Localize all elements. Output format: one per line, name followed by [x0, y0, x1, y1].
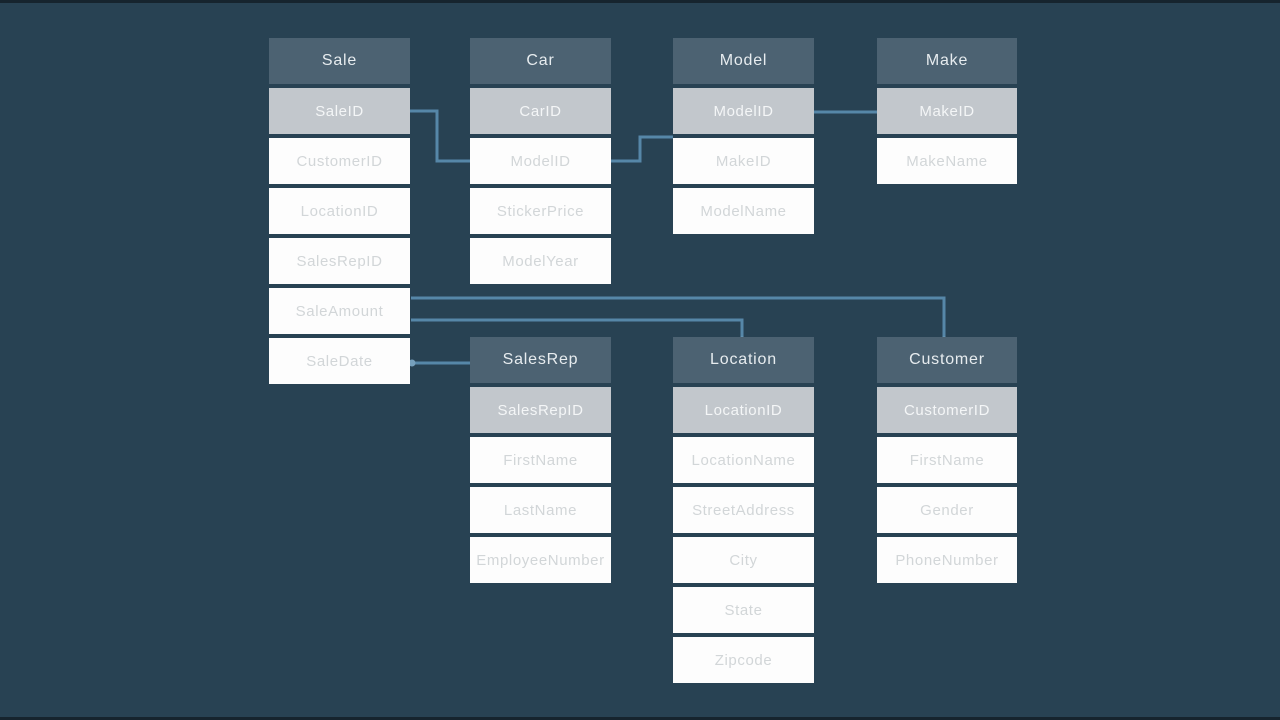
key-field-customerid: CustomerID	[877, 387, 1017, 433]
field-locationid: LocationID	[269, 188, 410, 234]
field-customerid: CustomerID	[269, 138, 410, 184]
table-header-location: Location	[673, 337, 814, 383]
field-employeenumber: EmployeeNumber	[470, 537, 611, 583]
field-streetaddress: StreetAddress	[673, 487, 814, 533]
field-modelid: ModelID	[470, 138, 611, 184]
table-header-customer: Customer	[877, 337, 1017, 383]
connector-sale-saleamount-to-customer	[411, 296, 946, 340]
table-header-model: Model	[673, 38, 814, 84]
field-gender: Gender	[877, 487, 1017, 533]
table-header-salesrep: SalesRep	[470, 337, 611, 383]
letterbox-bar-bottom	[0, 717, 1280, 720]
field-state: State	[673, 587, 814, 633]
key-field-saleid: SaleID	[269, 88, 410, 134]
field-lastname: LastName	[470, 487, 611, 533]
table-header-sale: Sale	[269, 38, 410, 84]
key-field-makeid: MakeID	[877, 88, 1017, 134]
field-phonenumber: PhoneNumber	[877, 537, 1017, 583]
field-locationname: LocationName	[673, 437, 814, 483]
field-saleamount: SaleAmount	[269, 288, 410, 334]
table-header-car: Car	[470, 38, 611, 84]
field-salesrepid: SalesRepID	[269, 238, 410, 284]
key-field-carid: CarID	[470, 88, 611, 134]
field-firstname: FirstName	[470, 437, 611, 483]
field-firstname: FirstName	[877, 437, 1017, 483]
field-saledate: SaleDate	[269, 338, 410, 384]
letterbox-bar-top	[0, 0, 1280, 3]
field-zipcode: Zipcode	[673, 637, 814, 683]
key-field-locationid: LocationID	[673, 387, 814, 433]
field-modelname: ModelName	[673, 188, 814, 234]
connector-car-modelid-to-model-modelid	[606, 135, 673, 163]
field-city: City	[673, 537, 814, 583]
field-stickerprice: StickerPrice	[470, 188, 611, 234]
key-field-salesrepid: SalesRepID	[470, 387, 611, 433]
field-makename: MakeName	[877, 138, 1017, 184]
field-modelyear: ModelYear	[470, 238, 611, 284]
field-makeid: MakeID	[673, 138, 814, 184]
table-header-make: Make	[877, 38, 1017, 84]
key-field-modelid: ModelID	[673, 88, 814, 134]
